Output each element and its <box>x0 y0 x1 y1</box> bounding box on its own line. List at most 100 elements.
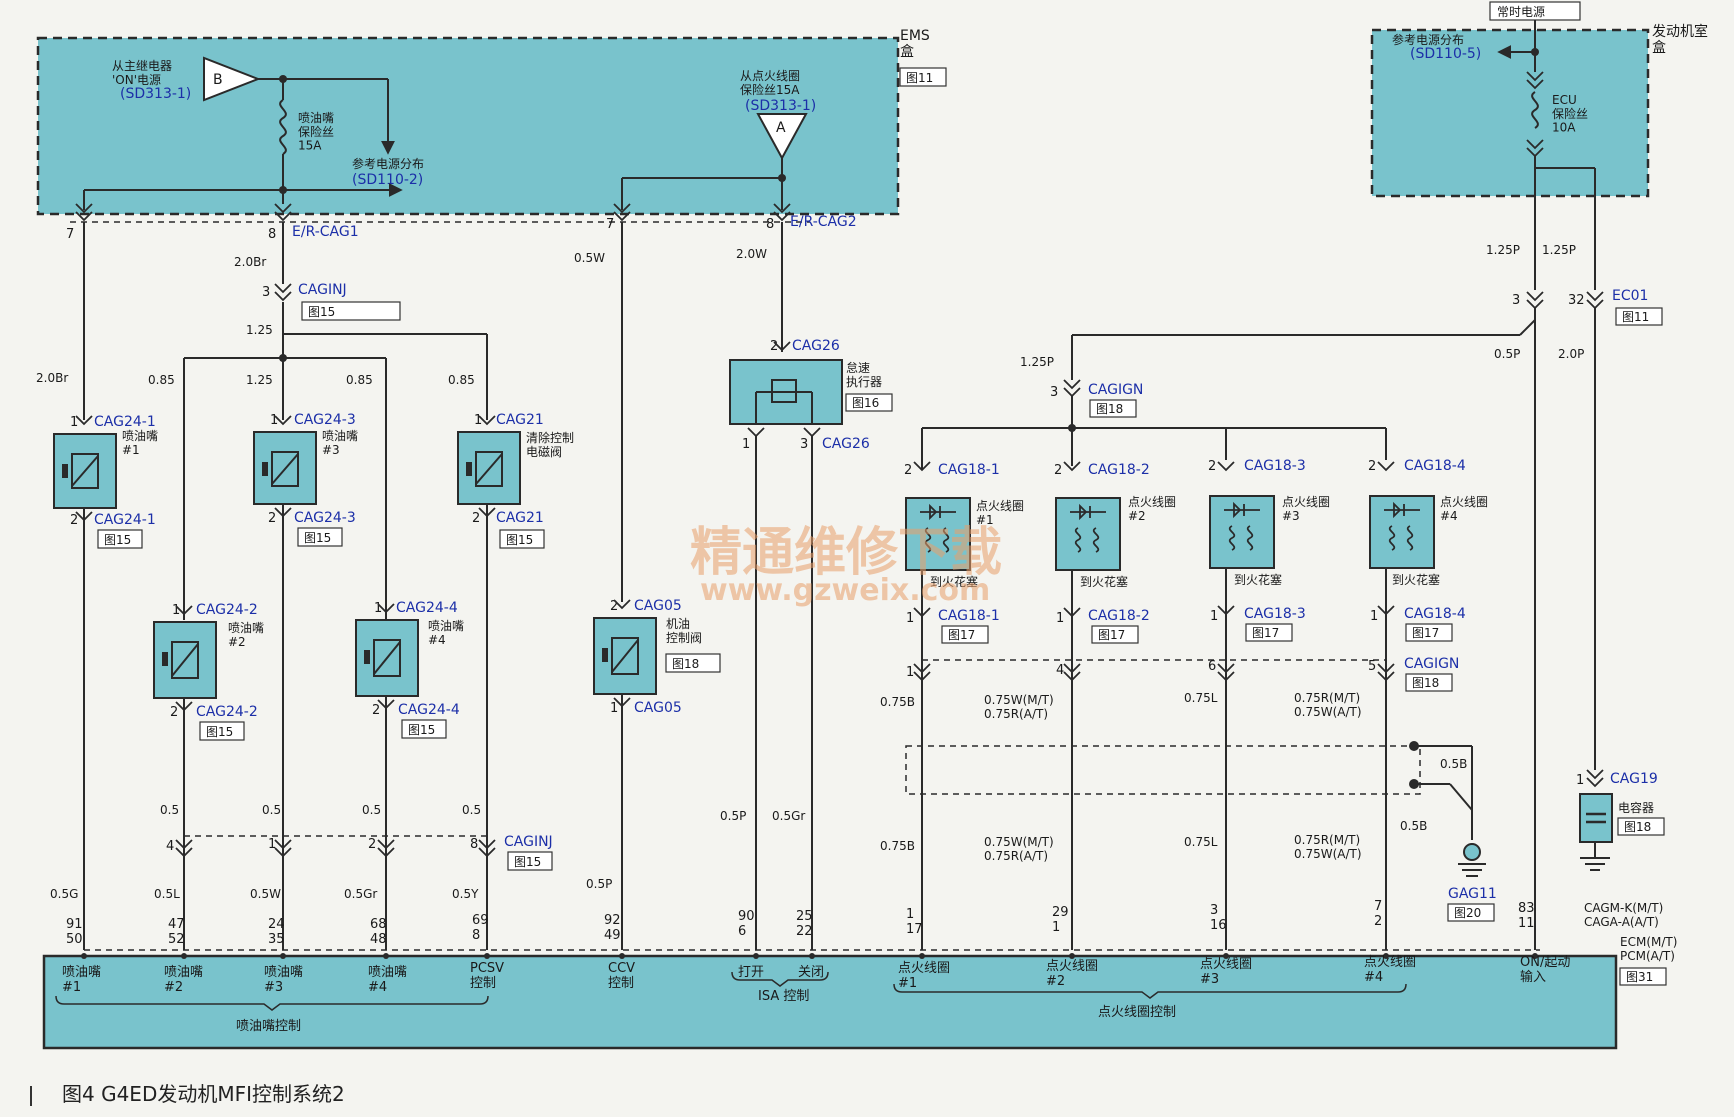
svg-text:1: 1 <box>742 437 750 452</box>
ccv-label: 机油控制阀 <box>666 617 702 645</box>
svg-text:图15: 图15 <box>104 533 131 547</box>
coil-1-box <box>905 497 971 571</box>
inj3-label: 喷油嘴#3 <box>322 429 358 457</box>
svg-text:906: 906 <box>738 909 755 939</box>
svg-text:1.25P: 1.25P <box>1020 355 1054 369</box>
power-dist-ref: (SD110-2) <box>352 172 423 188</box>
isa-conn-bot: CAG26 <box>822 436 870 452</box>
svg-text:1: 1 <box>374 601 382 616</box>
connector-a-label: A <box>776 120 786 136</box>
svg-text:2: 2 <box>268 511 276 526</box>
ecm-pin-inj1: 喷油嘴#1 <box>62 965 101 995</box>
ccv-conn-top: CAG05 <box>634 598 682 614</box>
ecm-pin-isa-open: 打开 <box>738 965 764 980</box>
svg-text:图18: 图18 <box>1096 402 1123 416</box>
svg-text:2.0P: 2.0P <box>1558 347 1584 361</box>
ems-box-ref: 图11 <box>906 71 933 85</box>
cagm-connector: CAGM-K(M/T)CAGA-A(A/T) <box>1584 901 1663 929</box>
coil4-conn-top: CAG18-4 <box>1404 458 1466 474</box>
ecm-pin-coil2: 点火线圈#2 <box>1046 959 1098 989</box>
svg-text:0.85: 0.85 <box>148 373 175 387</box>
svg-text:316: 316 <box>1210 903 1227 933</box>
svg-text:8: 8 <box>470 837 478 852</box>
coil1-conn-bot: CAG18-1 <box>938 608 1000 624</box>
svg-text:图20: 图20 <box>1454 906 1481 920</box>
svg-text:1.25: 1.25 <box>246 373 273 387</box>
svg-text:3: 3 <box>1512 293 1520 308</box>
svg-text:图15: 图15 <box>304 531 331 545</box>
coil2-sub: 到火花塞 <box>1080 574 1128 589</box>
coil2-conn-top: CAG18-2 <box>1088 462 1150 478</box>
svg-text:图18: 图18 <box>1412 676 1439 690</box>
ignition-coil-icon <box>920 503 956 553</box>
coil1-label: 点火线圈#1 <box>976 499 1024 527</box>
isa-label: 怠速执行器 <box>846 361 882 389</box>
svg-text:2.0Br: 2.0Br <box>36 371 68 385</box>
svg-text:7: 7 <box>66 227 74 242</box>
svg-text:3: 3 <box>800 437 808 452</box>
svg-text:698: 698 <box>472 913 489 943</box>
ground-icon <box>1580 857 1610 871</box>
inj1-label: 喷油嘴#1 <box>122 429 158 457</box>
svg-text:0.5Y: 0.5Y <box>452 887 479 901</box>
svg-text:1: 1 <box>610 701 618 716</box>
coil-3-box <box>1209 495 1275 569</box>
svg-text:2.0Br: 2.0Br <box>234 255 266 269</box>
svg-text:2: 2 <box>170 705 178 720</box>
connector-cag19: CAG19 <box>1610 771 1658 787</box>
coil1-conn-top: CAG18-1 <box>938 462 1000 478</box>
ignition-coil-icon <box>1224 501 1260 551</box>
ignition-coil-icon <box>1384 501 1420 551</box>
ecm-pin-inj2: 喷油嘴#2 <box>164 965 203 995</box>
ems-box <box>36 36 900 216</box>
capacitor-box <box>1579 793 1613 843</box>
connector-ec01: EC01 <box>1612 288 1648 304</box>
ground-gag11-icon <box>1458 843 1486 877</box>
svg-text:0.5Gr: 0.5Gr <box>772 809 805 823</box>
svg-text:1: 1 <box>1576 773 1584 788</box>
inj4-conn-bot: CAG24-4 <box>398 702 460 718</box>
svg-text:0.85: 0.85 <box>448 373 475 387</box>
ecm-title: ECM(M/T)PCM(A/T) <box>1620 935 1677 963</box>
pcsv-conn-top: CAG21 <box>496 412 544 428</box>
power-dist-label: 参考电源分布 <box>352 156 424 171</box>
svg-text:1: 1 <box>1056 611 1064 626</box>
svg-text:1.25: 1.25 <box>246 323 273 337</box>
svg-text:图18: 图18 <box>672 657 699 671</box>
coil2-conn-bot: CAG18-2 <box>1088 608 1150 624</box>
pcsv-conn-bot: CAG21 <box>496 510 544 526</box>
coil-4-box <box>1369 495 1435 569</box>
svg-text:2: 2 <box>1208 459 1216 474</box>
ecm-box <box>42 954 1618 1050</box>
connector-caginj-top: CAGINJ <box>298 282 347 298</box>
svg-text:图16: 图16 <box>852 396 879 410</box>
inj2-conn-bot: CAG24-2 <box>196 704 258 720</box>
connector-a-triangle <box>756 113 808 161</box>
svg-text:2: 2 <box>610 599 618 614</box>
ecm-pin-on: ON/起动输入 <box>1520 955 1570 985</box>
svg-text:4: 4 <box>166 839 174 854</box>
inj1-conn-bot: CAG24-1 <box>94 512 156 528</box>
svg-text:图17: 图17 <box>1098 628 1125 642</box>
svg-text:8: 8 <box>766 217 774 232</box>
svg-text:0.5G: 0.5G <box>50 887 78 901</box>
ecu-fuse-icon <box>1531 91 1539 129</box>
connector-er-cag2: E/R-CAG2 <box>790 214 857 230</box>
engine-room-power-dist: 参考电源分布 <box>1392 32 1464 47</box>
coil2-label: 点火线圈#2 <box>1128 495 1176 523</box>
svg-text:图18: 图18 <box>1624 820 1651 834</box>
injector-fuse-icon <box>279 99 287 155</box>
svg-text:0.5P: 0.5P <box>586 877 612 891</box>
svg-text:0.75B: 0.75B <box>880 839 915 853</box>
watermark-cn: 精通维修下载 <box>690 523 1002 583</box>
coil3-sub: 到火花塞 <box>1234 572 1282 587</box>
ground-gag11-label: GAG11 <box>1448 886 1497 902</box>
svg-text:2: 2 <box>1054 463 1062 478</box>
